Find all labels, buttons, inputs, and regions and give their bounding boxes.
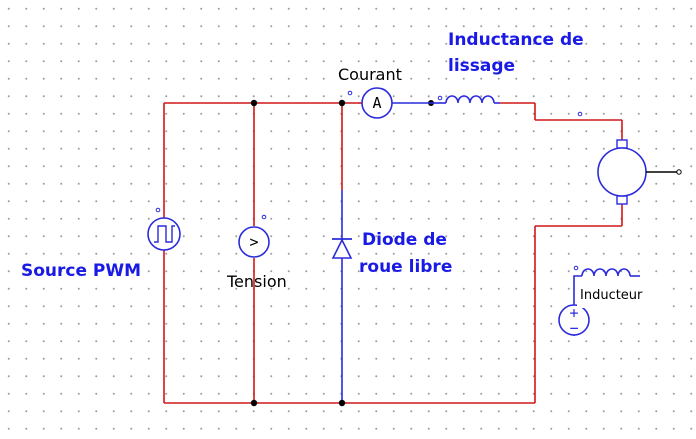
wire-field-loop [573,275,582,300]
ammeter[interactable]: A [347,87,431,119]
blue-wires [341,262,582,403]
shaft-end [676,169,682,175]
main-wires [163,102,623,404]
voltmeter-label: Tension [227,272,287,291]
field-dc-source[interactable]: + − [558,304,590,337]
inductor-label-line1: Inductance de [448,30,584,50]
motor-brush-top [616,139,628,149]
ammeter-label: Courant [338,65,402,84]
dc-plus-symbol: + [569,304,578,322]
square-wave-icon [154,225,175,243]
terminal-marker [573,265,579,271]
voltmeter-icon [238,226,270,258]
smoothing-inductor[interactable] [431,95,583,117]
junction-dot [338,99,346,107]
inductor-icon [581,268,631,277]
dc-motor-icon [597,147,647,197]
dc-source-icon [558,304,590,336]
ammeter-symbol: A [372,94,381,112]
inductor-icon [445,95,495,104]
pwm-source[interactable] [147,207,181,251]
junction-dot [250,99,258,107]
inductor-label-line2: lissage [448,56,516,76]
diode-label-line2: roue libre [359,257,453,277]
voltmeter-symbol: > [249,233,258,251]
junction-dot [338,399,346,407]
terminal-marker [577,111,583,117]
voltmeter[interactable]: > [238,214,270,258]
dc-motor[interactable] [597,139,682,205]
motor-brush-bottom [616,195,628,205]
pwm-source-body [147,217,181,251]
inducteur-label-box [577,286,659,308]
junction-dot [250,399,258,407]
field-winding-label: Inducteur [580,288,643,303]
diode-label-line1: Diode de [362,230,447,250]
terminal-marker [437,95,443,101]
freewheel-diode[interactable] [331,190,353,262]
field-winding[interactable] [573,265,640,277]
terminal-marker [347,90,353,96]
terminal-marker [261,214,267,220]
source-label: Source PWM [21,261,142,281]
terminal-marker [155,207,161,213]
diode-icon [331,238,353,259]
dc-minus-symbol: − [569,319,578,337]
